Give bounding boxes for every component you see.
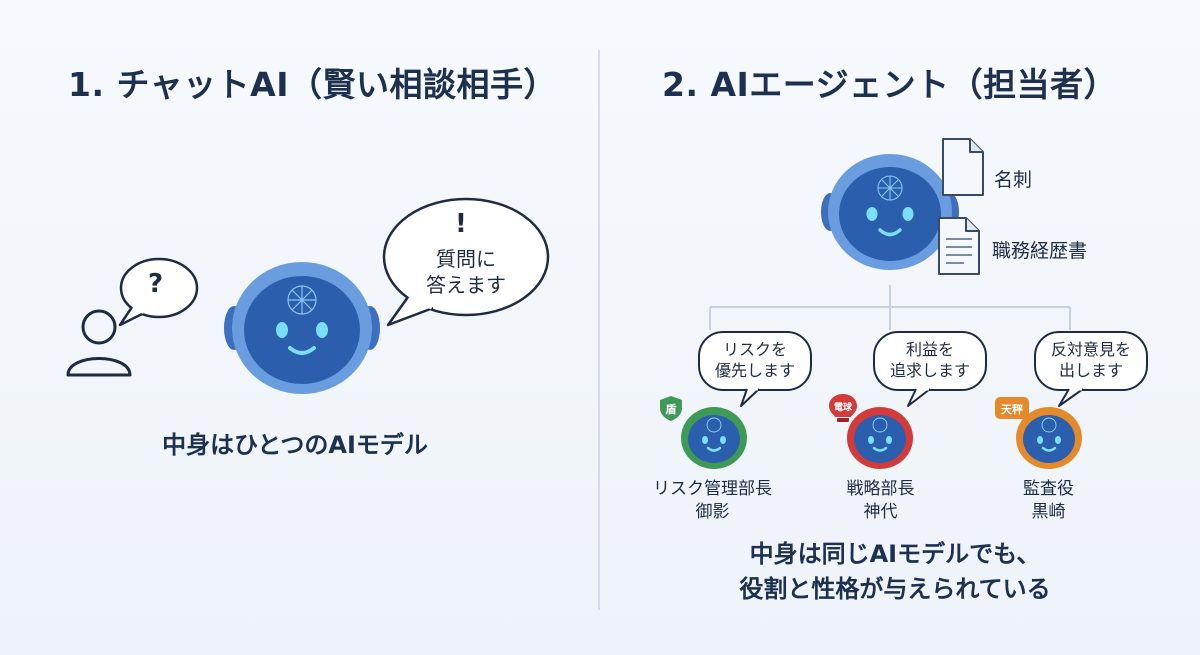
agent-risk-manager: [677, 400, 752, 472]
agent-speech-text: リスクを 優先します: [714, 340, 795, 380]
badge-text: 電球: [834, 401, 853, 413]
agent-auditor: [1012, 400, 1087, 472]
robot-icon: [681, 407, 747, 469]
badge-text: 天秤: [1001, 402, 1023, 416]
lightbulb-icon: 電球: [826, 392, 860, 424]
left-panel-title: 1. チャットAI（賢い相談相手）: [68, 65, 557, 104]
agent-speech-bubble: [873, 331, 987, 407]
agent-role-label: リスク管理部長 御影: [653, 479, 772, 522]
right-caption: 中身は同じAIモデルでも、 役割と性格が与えられている: [739, 540, 1051, 603]
agent-role-label: 戦略部長 神代: [846, 479, 915, 522]
connector-lines: [709, 285, 1071, 330]
robot-icon: [847, 407, 913, 469]
exclamation-mark: !: [455, 209, 467, 239]
right-panel-title: 2. AIエージェント（担当者）: [662, 65, 1118, 104]
scale-icon: 天秤: [994, 394, 1030, 424]
agent-speech-text: 反対意見を 出します: [1050, 340, 1131, 380]
robot-icon: [224, 262, 380, 394]
agent-speech-bubble: [698, 331, 812, 407]
agent-speech-text: 利益を 追求します: [889, 340, 970, 380]
agent-speech-bubble: [1034, 331, 1148, 407]
agent-role-label: 監査役 黒崎: [1023, 479, 1074, 522]
question-mark: ?: [148, 269, 164, 299]
robot-icon: [1016, 407, 1082, 469]
document-label-resume: 職務経歴書: [992, 240, 1088, 262]
bot-speech-bubble: [382, 197, 550, 327]
panel-divider: [598, 50, 600, 610]
agent-strategy-manager: [843, 400, 918, 472]
document-label-business-card: 名刺: [994, 169, 1033, 191]
chat-ai-robot: [222, 258, 382, 398]
badge-text: 盾: [666, 402, 677, 416]
user-icon: [66, 309, 132, 377]
shield-icon: 盾: [657, 394, 685, 422]
blank-document-icon: [942, 138, 984, 196]
bot-bubble-text: 質問に 答えます: [426, 247, 506, 297]
robot-icon: [821, 154, 959, 270]
text-document-icon: [938, 217, 980, 275]
left-caption: 中身はひとつのAIモデル: [162, 431, 428, 459]
user-speech-bubble: [118, 257, 199, 327]
agent-robot: [820, 150, 960, 275]
